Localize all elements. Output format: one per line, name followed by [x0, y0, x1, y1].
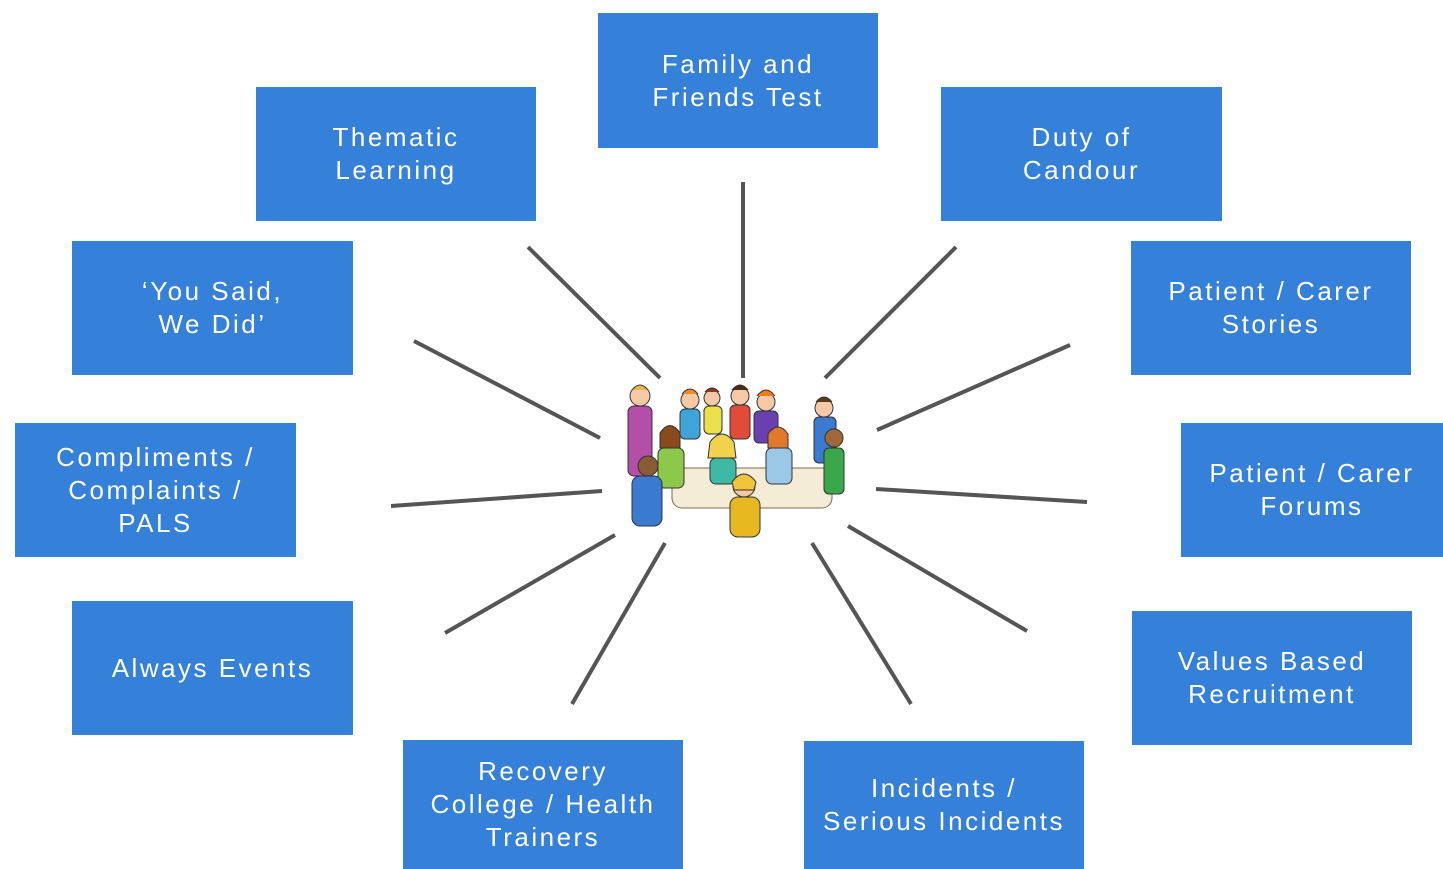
node-label-line: Recovery [478, 756, 608, 786]
node-label-line: Friends Test [652, 81, 824, 112]
spoke-compliments [390, 489, 603, 508]
spoke-values [846, 524, 1029, 633]
node-label-line: Recruitment [1188, 679, 1356, 709]
node-label-line: Duty of [1031, 122, 1132, 152]
spoke-always-events [444, 533, 616, 635]
node-label-line: Compliments / [56, 441, 255, 472]
spoke-duty-candour [823, 245, 958, 380]
node-label-line: Trainers [485, 822, 601, 852]
spoke-patient-forums [875, 487, 1088, 504]
node-label-line: ‘You Said, [141, 276, 284, 306]
group-of-people-illustration [627, 384, 845, 538]
node-incidents: Incidents /Serious Incidents [804, 741, 1084, 869]
node-you-said-we-did: ‘You Said,We Did’ [72, 241, 353, 375]
node-label-line: Learning [335, 155, 457, 185]
node-label-line: Serious Incidents [823, 806, 1065, 836]
node-label-line: Thematic [332, 122, 460, 152]
node-label-line: Patient / Carer [1209, 458, 1415, 488]
spoke-patient-stories [876, 343, 1071, 432]
node-label-line: Values Based [1177, 646, 1367, 676]
node-label-line: Complaints / [68, 474, 243, 505]
node-label-line: Incidents / [870, 773, 1017, 803]
node-compliments-complaints-pals: Compliments /Complaints /PALS [15, 423, 296, 557]
node-always-events: Always Events [72, 601, 353, 735]
node-label-line: Candour [1022, 155, 1141, 185]
spoke-recovery [570, 541, 667, 706]
spoke-thematic [526, 245, 662, 380]
node-label-line: Stories [1221, 309, 1321, 339]
spoke-incidents [810, 541, 913, 706]
node-label-line: Patient / Carer [1168, 276, 1374, 306]
node-label-line: Forums [1260, 491, 1364, 521]
node-label-line: Family and [661, 48, 815, 79]
node-label-line: College / Health [430, 789, 656, 819]
node-label-line: PALS [118, 507, 193, 538]
spoke-you-said [413, 339, 601, 440]
node-label-line: We Did’ [158, 309, 267, 339]
node-label-line: Always Events [111, 652, 314, 683]
